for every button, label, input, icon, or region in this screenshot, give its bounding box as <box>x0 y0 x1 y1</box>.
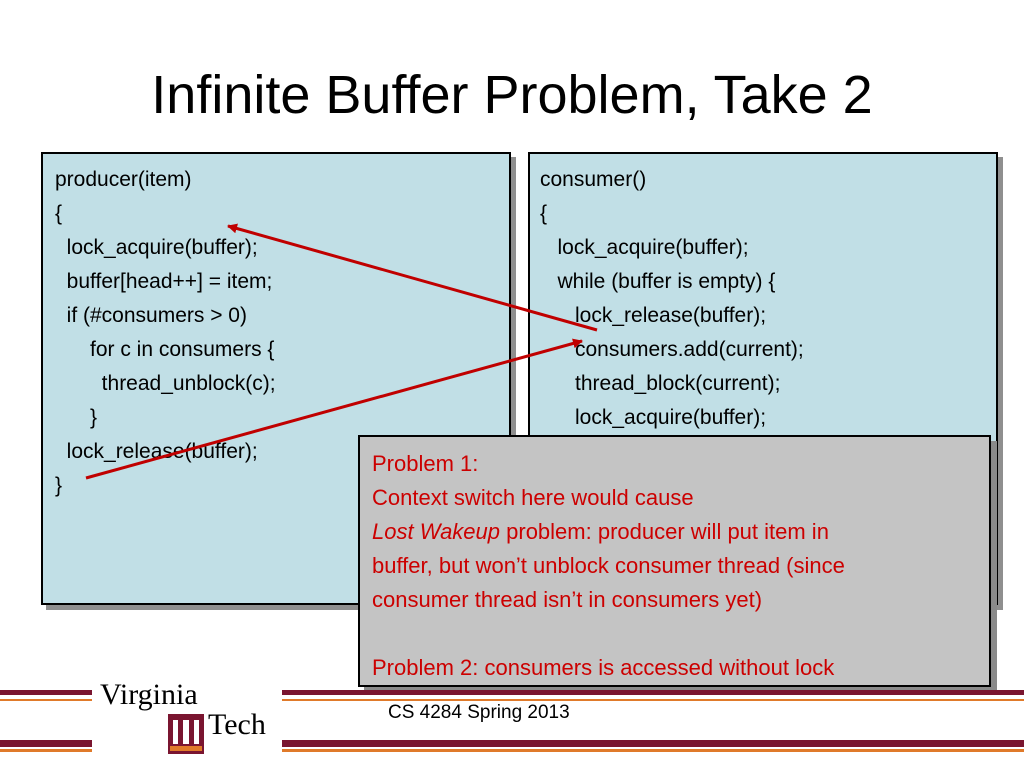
footer-bar-maroon-bottom <box>0 740 1024 747</box>
consumer-line-1: consumer() <box>540 168 647 191</box>
producer-line-10: } <box>55 474 63 497</box>
problem-1-heading: Problem 1: <box>372 451 479 476</box>
producer-line-3: lock_acquire(buffer); <box>55 236 258 259</box>
problem-spacer <box>372 617 989 651</box>
problem-callout: Problem 1: Context switch here would cau… <box>358 435 991 687</box>
lost-wakeup-term: Lost Wakeup <box>372 519 501 544</box>
consumer-line-3: lock_acquire(buffer); <box>540 236 749 259</box>
footer-bar-orange-top <box>0 699 1024 701</box>
problem-1-line-2: Lost Wakeup problem: producer will put i… <box>372 515 989 549</box>
producer-line-5: if (#consumers > 0) <box>55 304 247 327</box>
producer-line-1: producer(item) <box>55 168 192 191</box>
footer-bar-maroon-top <box>0 690 1024 695</box>
producer-line-9: lock_release(buffer); <box>55 440 258 463</box>
consumer-line-8: lock_acquire(buffer); <box>540 406 767 429</box>
university-seal-icon <box>168 714 204 754</box>
problem-1-line-3: buffer, but won’t unblock consumer threa… <box>372 553 845 578</box>
logo-virginia-word: Virginia <box>100 678 198 711</box>
producer-line-6: for c in consumers { <box>55 338 275 361</box>
consumer-line-2: { <box>540 202 548 225</box>
producer-line-8: } <box>55 406 98 429</box>
logo-tech-word: Tech <box>208 708 266 741</box>
consumer-line-6: consumers.add(current); <box>540 338 804 361</box>
producer-line-4: buffer[head++] = item; <box>55 270 273 293</box>
producer-line-7: thread_unblock(c); <box>55 372 276 395</box>
problem-1-line-4: consumer thread isn’t in consumers yet) <box>372 587 763 612</box>
consumer-line-5: lock_release(buffer); <box>540 304 767 327</box>
problem-2-text: Problem 2: consumers is accessed without… <box>372 655 835 680</box>
consumer-line-4: while (buffer is empty) { <box>540 270 776 293</box>
consumer-line-7: thread_block(current); <box>540 372 781 395</box>
problem-1-line-2-rest: problem: producer will put item in <box>500 519 829 544</box>
slide-title: Infinite Buffer Problem, Take 2 <box>151 65 873 125</box>
producer-line-2: { <box>55 202 63 225</box>
course-footer: CS 4284 Spring 2013 <box>388 702 570 723</box>
footer-bar-orange-bottom <box>0 749 1024 752</box>
problem-1-line-1: Context switch here would cause <box>372 485 694 510</box>
